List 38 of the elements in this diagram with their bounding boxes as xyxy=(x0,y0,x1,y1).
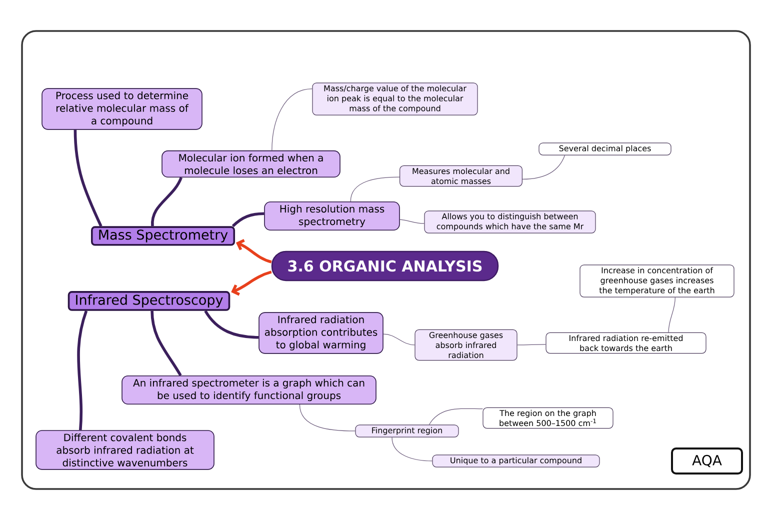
connector-line xyxy=(392,437,432,462)
note-box: Process used to determine relative molecular mass of a compound xyxy=(42,88,202,130)
tag-box: AQA xyxy=(671,447,743,474)
connector-line xyxy=(383,334,415,346)
title-pill: 3.6 ORGANIC ANALYSIS xyxy=(271,250,499,282)
connector-line xyxy=(522,155,566,180)
connector-line xyxy=(150,310,182,376)
connector-line xyxy=(299,404,356,432)
note-box: Infrared radiation absorption contributes to global warming xyxy=(258,312,384,354)
connector-line xyxy=(151,176,182,226)
note-box: The region on the graph between 500–1500 cm$^{-1}$ xyxy=(482,407,614,429)
note-box: Increase in concentration of greenhouse gases increases the temperature of the earth xyxy=(580,264,734,298)
arrow xyxy=(236,239,272,264)
note-box: An infrared spectrometer is a graph which can be used to identify functional groups xyxy=(122,375,376,405)
topic-box: Mass Spectrometry xyxy=(91,226,236,246)
note-box: Measures molecular and atomic masses xyxy=(400,165,522,187)
note-box: Unique to a particular compound xyxy=(432,454,600,468)
connector-line xyxy=(232,212,264,228)
arrow xyxy=(231,270,272,296)
note-box: Molecular ion formed when a molecule loses an electron xyxy=(162,150,340,178)
connector-line xyxy=(77,310,88,430)
connector-line xyxy=(74,130,102,227)
topic-box: Infrared Spectroscopy xyxy=(68,291,230,311)
connector-line xyxy=(350,176,400,202)
note-box: Allows you to distinguish between compounds which have the same Mr xyxy=(424,210,596,234)
connector-line xyxy=(272,88,312,151)
note-box: Greenhouse gases absorb infrared radiation xyxy=(414,329,518,361)
connector-line xyxy=(668,297,676,333)
connector-line xyxy=(517,344,546,346)
connector-line xyxy=(400,219,424,224)
note-box: Fingerprint region xyxy=(355,424,459,438)
note-box: Several decimal places xyxy=(538,142,672,156)
connector-line xyxy=(428,408,483,425)
note-box: High resolution mass spectrometry xyxy=(264,201,400,231)
note-box: Different covalent bonds absorb infrared radiation at distinctive wavenumbers xyxy=(36,430,214,470)
note-box: Infrared radiation re-emitted back towards the earth xyxy=(546,332,706,354)
connector-line xyxy=(204,310,259,339)
note-box: Mass/charge value of the molecular ion peak is equal to the molecular mass of the compound xyxy=(312,82,478,116)
